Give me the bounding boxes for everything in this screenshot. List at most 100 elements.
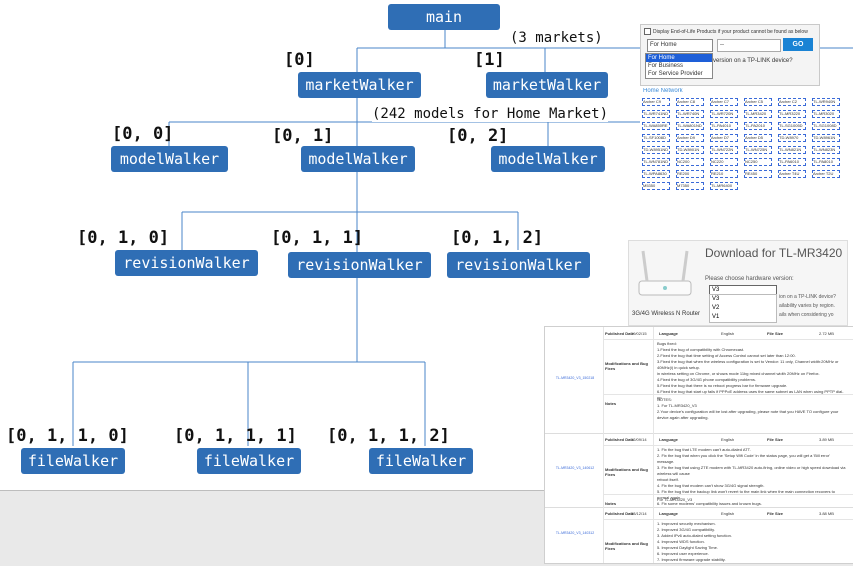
- model-grid-item[interactable]: TL-WR720N: [710, 110, 738, 118]
- row-divider: [603, 394, 853, 395]
- model-grid-item[interactable]: TL-MR3220: [778, 110, 806, 118]
- model-grid-item[interactable]: Archer C7: [710, 98, 738, 106]
- node-file-walker-0-1-1-0: fileWalker: [21, 448, 125, 474]
- published-label: Published Date: [605, 331, 634, 336]
- model-grid-item[interactable]: TL-WN725N: [744, 146, 772, 154]
- product-select[interactable]: --: [717, 39, 781, 52]
- row-divider: [603, 494, 853, 495]
- node-main: main: [388, 4, 500, 30]
- model-grid-item[interactable]: M7350: [676, 182, 704, 190]
- model-grid-item[interactable]: Archer C5: [744, 98, 772, 106]
- published-label: Published Date: [605, 437, 634, 442]
- model-grid-item[interactable]: RE210: [710, 170, 738, 178]
- index-file-0-1-1-1: [0, 1, 1, 1]: [174, 426, 297, 446]
- modifications-label: Modifications and Bug Fixes: [605, 541, 648, 551]
- model-grid-item[interactable]: TL-SF1008D: [642, 134, 670, 142]
- diagram-canvas: main (3 markets) [0] [1] marketWalker ma…: [0, 0, 853, 491]
- checkbox-icon[interactable]: [644, 28, 651, 35]
- model-grid-item[interactable]: NC200: [676, 158, 704, 166]
- model-grid-item[interactable]: RE200: [676, 170, 704, 178]
- model-grid-item[interactable]: RE450: [744, 170, 772, 178]
- model-grid-item[interactable]: Archer C8: [676, 98, 704, 106]
- availability-line: ion on a TP-LINK device?: [779, 294, 836, 300]
- firmware-model-link[interactable]: TL-MR3420_V3_140612: [555, 466, 595, 470]
- language-value: English: [721, 331, 735, 336]
- size-label: File Size: [767, 511, 784, 516]
- firmware-model-link[interactable]: TL-MR3420_V3_140312: [555, 531, 595, 535]
- model-grid-item[interactable]: TL-PA4010: [710, 122, 738, 130]
- model-grid-item[interactable]: TD-W8961N: [812, 134, 840, 142]
- model-grid-item[interactable]: Archer T4U: [778, 170, 806, 178]
- language-label: Language: [659, 511, 678, 516]
- market-options-list: For Home For Business For Service Provid…: [645, 53, 713, 79]
- market-select[interactable]: For Home: [647, 39, 713, 52]
- size-value: 3.89 MB: [819, 437, 834, 442]
- modification-line: 5. Improved Daylight Saving Time.: [657, 545, 718, 550]
- model-grid-item[interactable]: TL-MR3420: [744, 110, 772, 118]
- model-grid-item[interactable]: TL-WA850RE: [642, 122, 670, 130]
- model-grid-item[interactable]: TL-SG1005D: [778, 122, 806, 130]
- version-option[interactable]: V1: [712, 314, 720, 320]
- published-value: 03/12/14: [631, 511, 647, 516]
- eol-checkbox-row[interactable]: Display End-of-Life Products if your pro…: [644, 28, 816, 35]
- index-revision-0-1-0: [0, 1, 0]: [77, 228, 170, 248]
- modification-line: 7. Improved firmware upgrade stability.: [657, 557, 726, 562]
- model-grid-item[interactable]: TL-PA2010: [744, 122, 772, 130]
- model-grid-item[interactable]: TL-MR3020: [812, 110, 840, 118]
- model-grid-item[interactable]: TL-WN722N: [710, 146, 738, 154]
- model-grid-item[interactable]: TL-WA801ND: [676, 122, 704, 130]
- model-grid-item[interactable]: Archer D9: [676, 134, 704, 142]
- go-button[interactable]: GO: [783, 38, 813, 51]
- model-grid-item[interactable]: M5350: [642, 182, 670, 190]
- model-grid-item[interactable]: TL-PA8010: [812, 158, 840, 166]
- model-grid-item[interactable]: TD-W8970: [778, 134, 806, 142]
- option-business[interactable]: For Business: [648, 63, 684, 69]
- model-grid-item[interactable]: TL-WR741ND: [642, 110, 670, 118]
- model-grid-item[interactable]: TD-W8901N: [676, 146, 704, 154]
- model-grid-item[interactable]: TL-WR740N: [676, 110, 704, 118]
- model-grid-item[interactable]: NC220: [710, 158, 738, 166]
- model-grid-item[interactable]: TL-SG1008D: [812, 122, 840, 130]
- model-grid-item[interactable]: Archer C2: [778, 98, 806, 106]
- version-option[interactable]: V2: [712, 305, 720, 311]
- index-revision-0-1-1: [0, 1, 1]: [271, 228, 364, 248]
- modifications-label: Modifications and Bug Fixes: [605, 467, 648, 477]
- model-grid-item[interactable]: NC250: [744, 158, 772, 166]
- size-label: File Size: [767, 331, 784, 336]
- firmware-model-link[interactable]: TL-MR3420_V3_150218: [555, 376, 595, 380]
- option-home[interactable]: For Home: [646, 54, 712, 62]
- note-line: 1. For TL-MR3420_V3: [657, 403, 697, 408]
- note-models: (242 models for Home Market): [372, 106, 609, 122]
- model-grid-item[interactable]: TL-WN781ND: [642, 158, 670, 166]
- model-grid-item[interactable]: TL-PA6010: [778, 158, 806, 166]
- model-grid-item[interactable]: Archer C9: [642, 98, 670, 106]
- modification-line: 1. Fix the bug that LTE modem can't auto…: [657, 447, 751, 452]
- modification-line: 8. Added time zone support for Caracas.: [657, 563, 847, 564]
- modification-line: 1.Fixed the bug of compatibility with Ch…: [657, 347, 745, 352]
- model-grid-item[interactable]: Archer D5: [744, 134, 772, 142]
- option-service-provider[interactable]: For Service Provider: [648, 71, 703, 77]
- model-grid-item[interactable]: TD-W8951ND: [642, 146, 670, 154]
- language-label: Language: [659, 331, 678, 336]
- model-grid-item[interactable]: TL-WN823N: [812, 146, 840, 154]
- notes-label: Notes: [605, 501, 617, 506]
- model-grid-item[interactable]: TL-WN821N: [778, 146, 806, 154]
- model-grid-item[interactable]: Archer T2U: [812, 170, 840, 178]
- version-option[interactable]: V3: [712, 296, 720, 302]
- note-markets: (3 markets): [510, 30, 603, 46]
- model-grid-item[interactable]: TL-WR940N: [812, 98, 840, 106]
- modification-line: 3.Fixed the bug that when the wireless c…: [657, 359, 839, 370]
- notes-text: For TL-MR3420_V3: [657, 497, 847, 503]
- modification-line: 2.Fixed the bug that time setting of Acc…: [657, 353, 796, 358]
- node-revision-walker-0-1-0: revisionWalker: [115, 250, 258, 276]
- modification-line: 1. Improved security mechanism.: [657, 521, 716, 526]
- model-grid-item[interactable]: TL-MR6400: [710, 182, 738, 190]
- size-value: 3.88 MB: [819, 511, 834, 516]
- node-market-walker-1: marketWalker: [486, 72, 608, 98]
- column-divider: [603, 433, 604, 507]
- model-grid-item[interactable]: TL-WPA8630: [642, 170, 670, 178]
- model-grid-item[interactable]: Archer D7: [710, 134, 738, 142]
